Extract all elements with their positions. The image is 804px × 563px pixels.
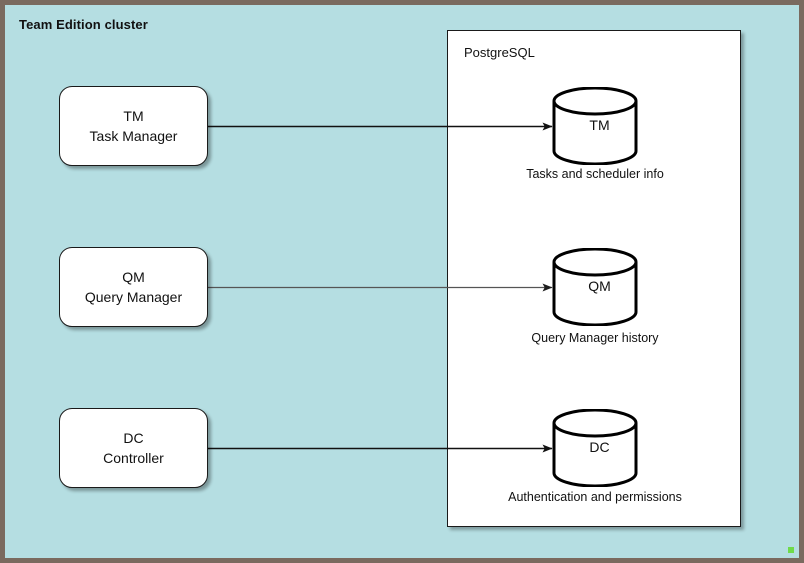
database-cylinder-dc[interactable]: DC (551, 409, 639, 487)
service-name: Controller (103, 450, 164, 466)
service-abbr: QM (122, 268, 145, 285)
database-abbr: DC (589, 439, 610, 455)
postgresql-label: PostgreSQL (464, 45, 535, 60)
cylinder-icon (552, 87, 638, 165)
database-abbr: TM (589, 117, 610, 133)
database-cylinder-tm[interactable]: TM (551, 87, 639, 165)
service-name: Task Manager (89, 128, 178, 144)
service-abbr: TM (123, 107, 144, 124)
database-abbr: QM (588, 278, 611, 294)
service-abbr: DC (123, 429, 144, 446)
database-caption-qm: Query Manager history (531, 331, 659, 345)
service-node-tm[interactable]: TM Task Manager (59, 86, 208, 166)
database-cylinder-qm[interactable]: QM (551, 248, 639, 326)
database-caption-tm: Tasks and scheduler info (526, 167, 664, 181)
database-caption-dc: Authentication and permissions (508, 490, 682, 504)
diagram-title: Team Edition cluster (19, 17, 148, 32)
service-node-dc[interactable]: DC Controller (59, 408, 208, 488)
cylinder-icon (552, 248, 638, 326)
cylinder-icon (552, 409, 638, 487)
service-node-qm[interactable]: QM Query Manager (59, 247, 208, 327)
service-name: Query Manager (84, 289, 183, 305)
corner-artifact (788, 547, 794, 553)
